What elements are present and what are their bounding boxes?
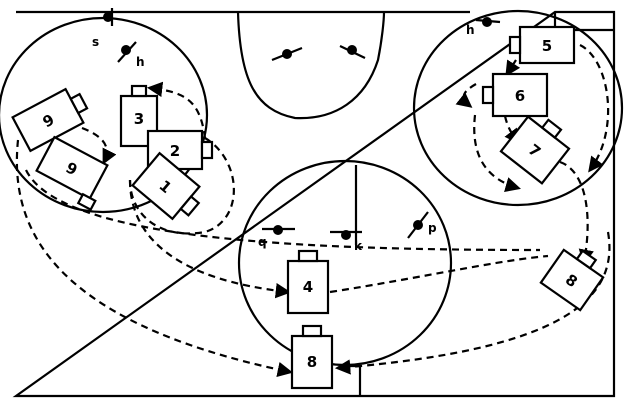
label-h-left: h: [136, 55, 145, 69]
mark-p: [407, 211, 429, 239]
mark-top-right: [339, 45, 366, 59]
left-zone-circle: [0, 16, 209, 214]
mark-top-left: [271, 46, 303, 62]
camera-9-bottom: 9: [35, 135, 109, 212]
mark-h-left: [117, 41, 137, 63]
camera-8-right: 8: [539, 248, 605, 312]
key-arc: [236, 11, 386, 120]
label-k: k: [354, 239, 363, 253]
mark-s: [103, 8, 114, 26]
mark-q: [262, 225, 295, 235]
camera-1: 1: [131, 151, 201, 221]
camera-2: 2: [146, 129, 214, 171]
camera-label: 5: [542, 37, 552, 55]
mark-k: [330, 230, 362, 240]
mark-h-right: [475, 17, 501, 27]
label-s: s: [92, 35, 99, 49]
camera-4: 4: [286, 249, 330, 315]
camera-5: 5: [508, 25, 576, 65]
camera-label: 4: [303, 278, 313, 296]
label-h-right: h: [466, 23, 475, 37]
camera-7: 7: [499, 115, 571, 185]
camera-label: 2: [170, 142, 180, 160]
right-zone-circle: [412, 9, 624, 207]
camera-label: 8: [307, 353, 317, 371]
center-zone-circle: [237, 159, 453, 367]
camera-9-top: 9: [11, 87, 89, 153]
camera-label: 6: [515, 87, 525, 105]
camera-label: 3: [134, 110, 144, 128]
camera-8-bottom: 8: [290, 324, 334, 390]
camera-6: 6: [481, 72, 549, 118]
label-p: p: [428, 221, 437, 235]
